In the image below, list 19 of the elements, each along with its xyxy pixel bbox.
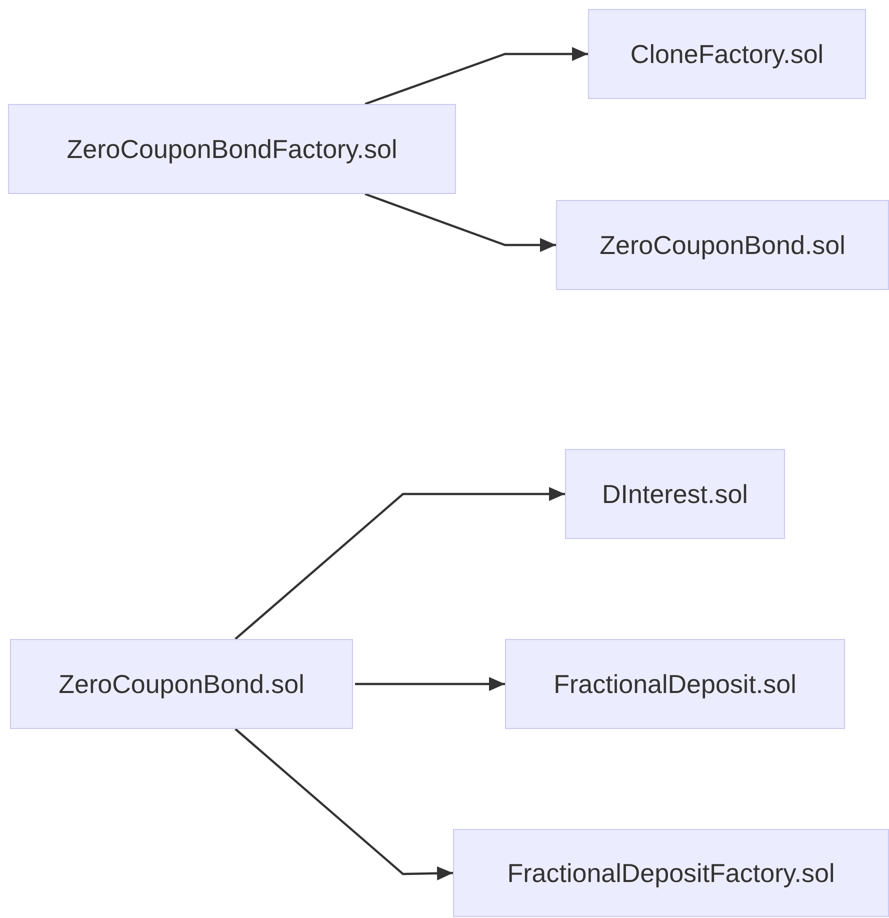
file-name: ZeroCouponBond.sol xyxy=(600,230,846,260)
file-box xyxy=(505,639,845,729)
arrow xyxy=(355,677,505,691)
file-box xyxy=(588,9,866,99)
file-box xyxy=(556,200,889,290)
file-box xyxy=(565,449,785,539)
file-name: CloneFactory.sol xyxy=(630,38,824,70)
file-name: FractionalDepositFactory.sol xyxy=(507,858,835,888)
file-box xyxy=(10,639,353,729)
arrow xyxy=(364,47,588,106)
arrow xyxy=(364,192,556,252)
file-name: ZeroCouponBondFactory.sol xyxy=(66,134,398,164)
file-box xyxy=(8,104,456,194)
file-name: ZeroCouponBond.sol xyxy=(58,668,304,700)
arrow xyxy=(234,728,454,880)
file-name: FractionalDeposit.sol xyxy=(554,668,796,700)
file-box xyxy=(453,829,889,917)
arrow xyxy=(234,487,565,640)
file-name: DInterest.sol xyxy=(602,478,748,510)
